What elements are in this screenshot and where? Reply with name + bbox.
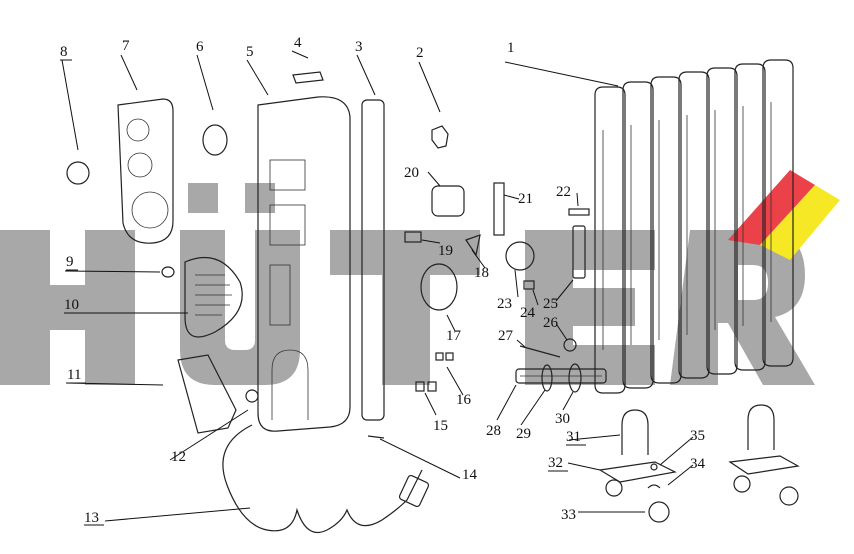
- part-12-grommet: [245, 389, 259, 403]
- label-1: 1: [507, 40, 515, 56]
- part-32-foot-plate: [598, 455, 800, 483]
- part-6-knob: [202, 124, 228, 156]
- part-18-bracket: [465, 234, 481, 257]
- label-underlines: [60, 59, 586, 526]
- part-7-control-cover: [117, 98, 174, 244]
- part-13-power-cord: [222, 424, 430, 534]
- part-35-nut: [650, 463, 658, 471]
- part-34-washer: [647, 484, 661, 489]
- label-4: 4: [294, 35, 302, 51]
- label-8: 8: [60, 44, 68, 60]
- huter-watermark: [0, 170, 840, 385]
- label-6: 6: [196, 39, 204, 55]
- part-25-element: [572, 225, 586, 279]
- part-23-thermostat: [505, 241, 535, 271]
- label-22: 22: [556, 184, 571, 200]
- label-20: 20: [404, 165, 419, 181]
- label-14: 14: [462, 467, 478, 483]
- part-15-screws: [415, 381, 437, 392]
- label-27: 27: [498, 328, 514, 344]
- label-12: 12: [171, 449, 186, 465]
- part-17-fan-wheel: [420, 263, 458, 311]
- label-17: 17: [446, 328, 462, 344]
- part-33-caster: [605, 475, 799, 523]
- part-4-cap: [292, 71, 324, 84]
- label-9: 9: [66, 254, 74, 270]
- part-30-ring: [568, 363, 582, 393]
- part-2-clip: [431, 125, 449, 149]
- label-18: 18: [474, 265, 489, 281]
- label-5: 5: [246, 44, 254, 60]
- label-24: 24: [520, 305, 536, 321]
- label-25: 25: [543, 296, 558, 312]
- part-5-side-panel: [257, 96, 351, 432]
- part-11-foot-cover: [177, 354, 237, 434]
- part-9-screw: [161, 266, 175, 278]
- label-16: 16: [456, 392, 472, 408]
- part-20-motor: [431, 185, 465, 217]
- label-34: 34: [690, 456, 706, 472]
- label-15: 15: [433, 418, 448, 434]
- label-21: 21: [518, 191, 533, 207]
- label-30: 30: [555, 411, 570, 427]
- label-2: 2: [416, 45, 424, 61]
- part-29-ring: [541, 364, 553, 392]
- part-21-strip: [493, 182, 505, 236]
- part-28-heater-core: [515, 368, 607, 384]
- part-24-clip: [523, 280, 535, 290]
- part-3-gasket: [361, 99, 385, 421]
- part-27-rod: [519, 345, 561, 358]
- part-31-u-bolt: [621, 404, 775, 455]
- label-23: 23: [497, 296, 512, 312]
- part-19-switch: [404, 231, 422, 243]
- part-26-nut: [563, 338, 577, 352]
- label-13: 13: [84, 510, 99, 526]
- part-10-fan-grille: [184, 256, 243, 338]
- part-8-knob: [66, 161, 90, 185]
- part-16-nuts: [435, 352, 454, 361]
- label-11: 11: [67, 367, 81, 383]
- label-31: 31: [566, 429, 581, 445]
- label-19: 19: [438, 243, 453, 259]
- label-10: 10: [64, 297, 79, 313]
- label-33: 33: [561, 507, 576, 523]
- label-26: 26: [543, 315, 559, 331]
- label-32: 32: [548, 455, 563, 471]
- part-22-block: [568, 208, 590, 216]
- label-7: 7: [122, 38, 130, 54]
- part-14-pin: [367, 435, 385, 439]
- leader-lines: [61, 50, 694, 522]
- label-28: 28: [486, 423, 501, 439]
- label-3: 3: [355, 39, 363, 55]
- part-labels: 1 2 3 4 5 6 7 8 9 10 11 12 13 14 15 16 1…: [60, 35, 706, 526]
- label-35: 35: [690, 428, 705, 444]
- radiator-body: [594, 59, 794, 394]
- label-29: 29: [516, 426, 531, 442]
